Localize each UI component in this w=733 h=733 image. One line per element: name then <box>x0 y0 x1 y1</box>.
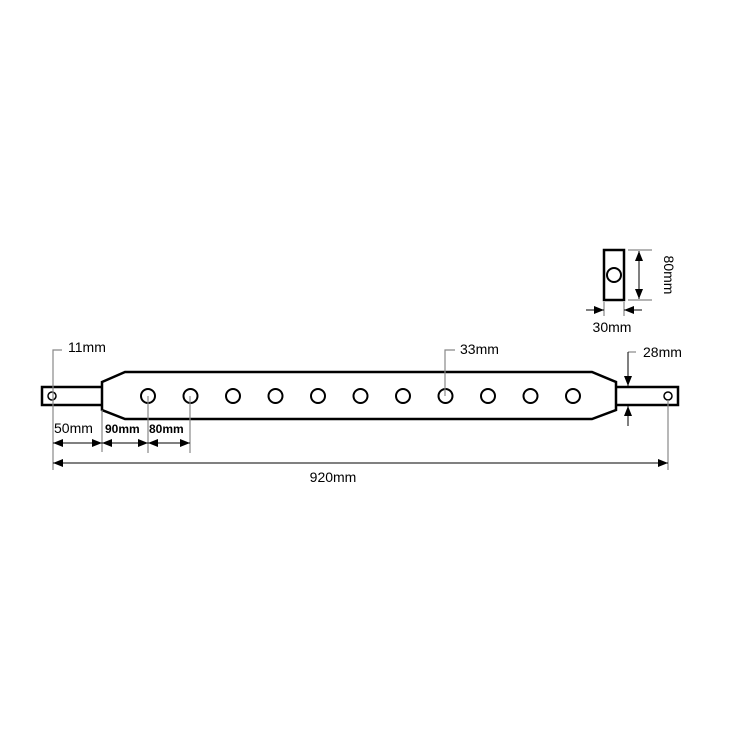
drawbar-hole <box>267 388 284 404</box>
leader-11mm <box>52 349 62 470</box>
cross-section-hole <box>606 267 622 283</box>
label-30mm: 30mm <box>593 319 632 335</box>
left-tab-hole <box>47 391 57 401</box>
drawbar-hole <box>310 388 326 404</box>
drawbar-hole <box>480 388 496 404</box>
label-11mm: 11mm <box>68 339 106 355</box>
leader-33mm <box>444 349 455 396</box>
label-80mm-height: 80mm <box>661 256 677 295</box>
right-tab-hole <box>663 391 673 401</box>
hole-group <box>140 388 581 404</box>
drawbar-hole <box>225 388 241 404</box>
label-28mm: 28mm <box>643 344 682 360</box>
label-90mm: 90mm <box>105 422 140 436</box>
drawbar-hole <box>565 388 581 404</box>
label-50mm: 50mm <box>54 420 93 436</box>
label-80mm: 80mm <box>149 422 184 436</box>
drawbar-hole <box>352 388 369 404</box>
drawbar-hole <box>522 388 539 404</box>
drawbar-hole <box>395 388 411 404</box>
label-920mm: 920mm <box>310 469 357 485</box>
label-33mm: 33mm <box>460 341 499 357</box>
